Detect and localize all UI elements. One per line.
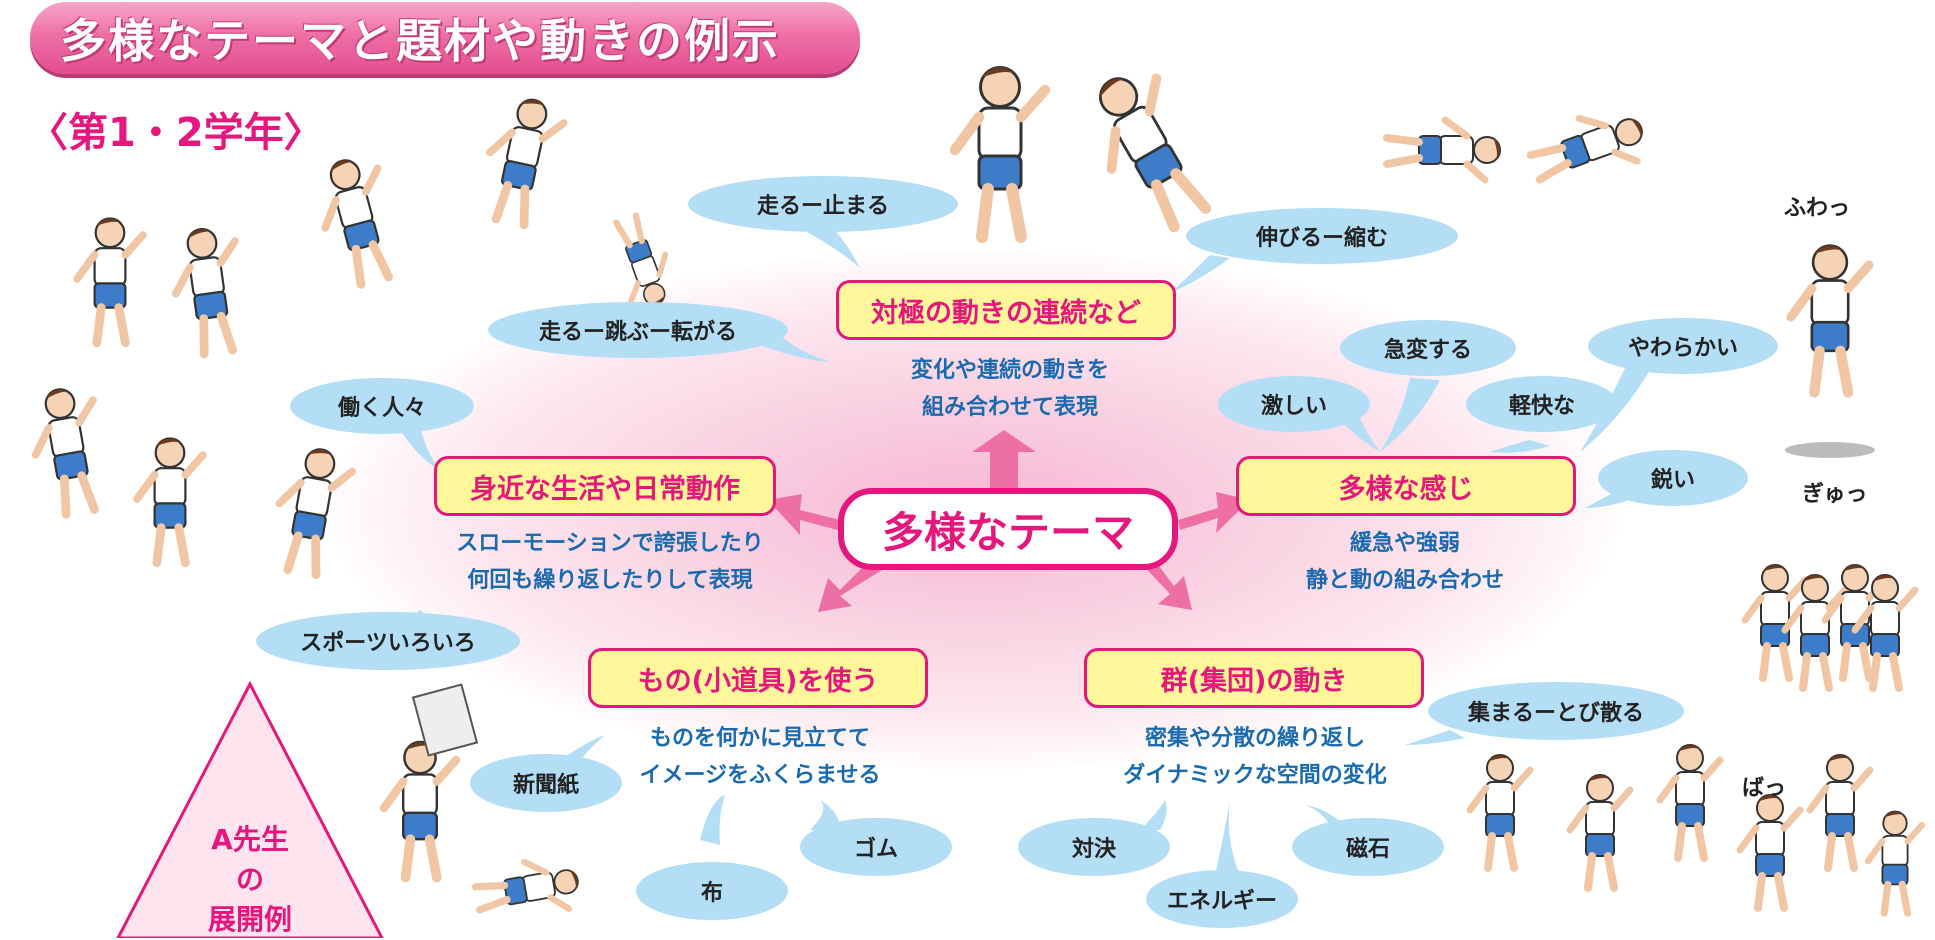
title-banner: 多様なテーマと題材や動きの例示 [30,2,860,74]
bubble-energy: エネルギー [1146,870,1298,928]
desc-line: 密集や分散の繰り返し [1144,726,1365,751]
topic-group-desc: 密集や分散の繰り返し ダイナミックな空間の変化 [1090,720,1420,794]
topic-props-desc: ものを何かに見立てて イメージをふくらませる [600,720,920,794]
desc-line: 緩急や強弱 [1349,531,1460,556]
topic-contrast-desc: 変化や連続の動きを 組み合わせて表現 [850,352,1170,426]
newspaper-prop [411,683,479,757]
topic-contrast: 対極の動きの連続など [836,280,1176,340]
bubble-stretch-shrink: 伸びるー縮む [1186,208,1458,264]
triangle-line: の [235,863,264,896]
desc-line: 変化や連続の動きを [910,358,1109,383]
sfx-fuwa: ふわっ [1784,196,1851,221]
bubble-sharp: 鋭い [1598,450,1748,506]
bubble-run-jump-roll: 走るー跳ぶー転がる [488,302,788,358]
arrow-left [768,494,840,535]
topic-daily-desc: スローモーションで誇張したり 何回も繰り返したりして表現 [420,525,800,599]
bubble-confrontation: 対決 [1018,818,1170,876]
bubble-various-sports: スポーツいろいろ [256,612,520,670]
topic-daily: 身近な生活や日常動作 [434,456,776,516]
arrow-right [1178,492,1250,533]
bubble-soft: やわらかい [1588,318,1778,374]
center-theme: 多様なテーマ [838,488,1178,570]
topic-group: 群(集団)の動き [1084,648,1424,708]
shadow [1785,442,1875,458]
bubble-rubber: ゴム [800,818,952,876]
desc-line: 静と動の組み合わせ [1305,568,1504,593]
grade-label: 〈第1・2学年〉 [28,110,324,156]
topic-feelings: 多様な感じ [1236,456,1576,516]
bubble-newspaper: 新聞紙 [470,754,622,812]
sfx-gyu: ぎゅっ [1802,482,1868,507]
topic-feelings-desc: 緩急や強弱 静と動の組み合わせ [1250,525,1560,599]
desc-line: スローモーションで誇張したり [456,531,764,556]
triangle-line: 展開例 [207,903,292,936]
desc-line: 組み合わせて表現 [921,395,1098,420]
bubble-cloth: 布 [636,862,788,920]
bubble-magnet: 磁石 [1292,818,1444,876]
triangle-line: A先生 [211,823,289,856]
desc-line: 何回も繰り返したりして表現 [467,568,753,593]
teacher-example-label: A先生 の 展開例 [180,820,320,940]
bubble-intense: 激しい [1218,376,1370,432]
arrow-up [972,430,1036,488]
desc-line: ものを何かに見立てて [649,726,870,751]
bubble-gather-scatter: 集まるーとび散る [1428,682,1684,740]
bubble-run-stop: 走るー止まる [688,176,958,232]
arrow-down-left [818,560,882,612]
bubble-working-people: 働く人々 [290,378,474,434]
sfx-ba: ばっ [1742,776,1787,801]
bubble-sudden-change: 急変する [1340,320,1516,376]
desc-line: ダイナミックな空間の変化 [1123,763,1387,788]
topic-props: もの(小道具)を使う [588,648,928,708]
page-title: 多様なテーマと題材や動きの例示 [60,14,780,68]
desc-line: イメージをふくらませる [639,763,881,788]
bubble-light: 軽快な [1466,376,1618,432]
